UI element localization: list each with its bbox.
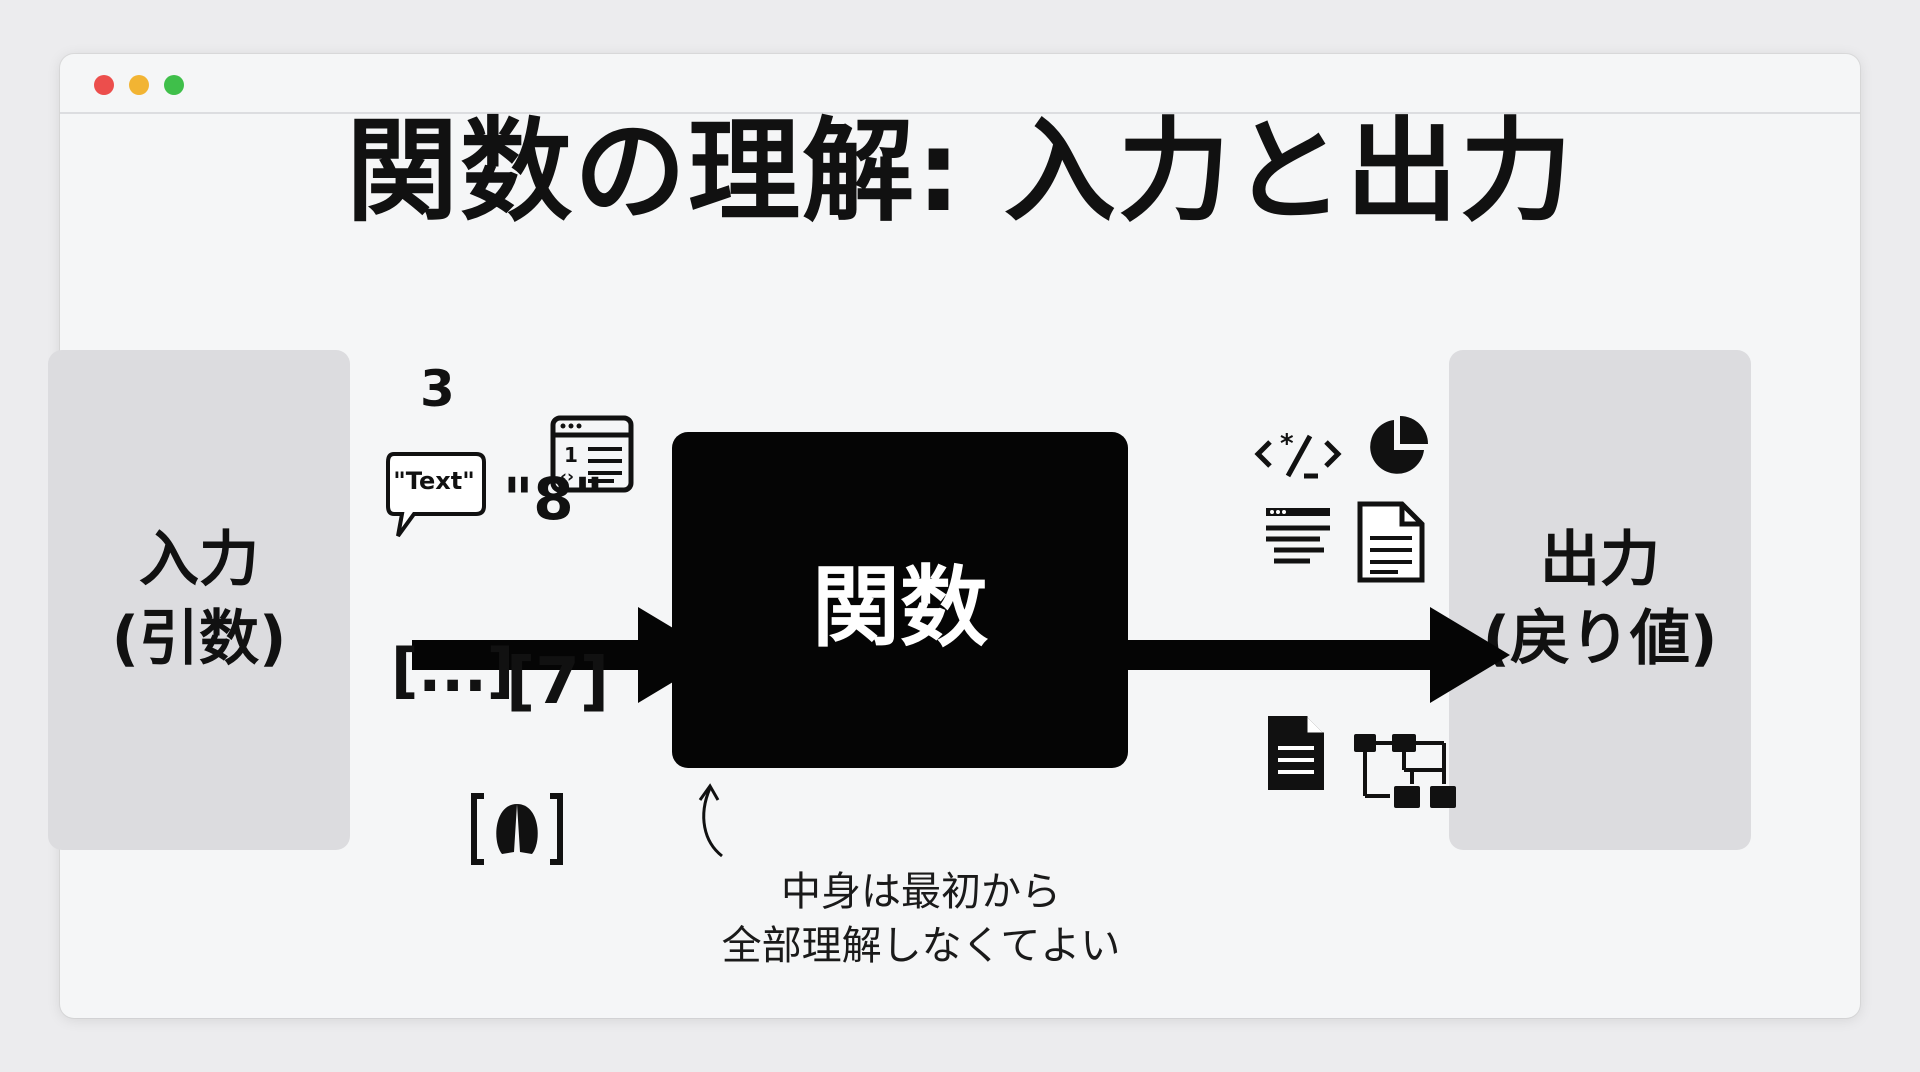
- input-example-number: 3: [420, 360, 455, 418]
- svg-text:‹›: ‹›: [560, 467, 574, 487]
- document-filled-icon: [1268, 716, 1324, 790]
- speech-bubble-outline: [386, 452, 486, 538]
- note-curved-arrow-icon: [698, 783, 723, 858]
- input-example-list-seven: [7]: [506, 645, 610, 719]
- flowchart-icon: [1354, 734, 1456, 808]
- text-lines-icon: [1266, 508, 1330, 564]
- note-annotation: 中身は最初から 全部理解しなくてよい: [686, 866, 1156, 973]
- zoom-window-button[interactable]: [164, 75, 184, 95]
- input-example-text: "Text": [393, 467, 475, 495]
- window-titlebar: [60, 54, 1860, 114]
- output-box: 出力 (戻り値): [1449, 350, 1751, 850]
- input-box: 入力 (引数): [48, 350, 350, 850]
- output-box-sublabel: (戻り値): [1482, 604, 1718, 674]
- input-box-label: 入力: [139, 524, 259, 595]
- minimize-window-button[interactable]: [129, 75, 149, 95]
- function-box: 関数: [672, 432, 1128, 768]
- output-box-label: 出力: [1540, 524, 1660, 595]
- function-box-label: 関数: [811, 555, 988, 659]
- note-line-2: 全部理解しなくてよい: [721, 922, 1121, 969]
- speech-bubble-icon: "Text": [384, 450, 488, 546]
- pie-chart-icon: [1370, 416, 1428, 474]
- page-title: 関数の理解: 入力と出力: [346, 107, 1574, 237]
- document-icon: [1357, 501, 1425, 583]
- input-example-list-ellipsis: [...]: [391, 636, 515, 706]
- code-symbol-icon: *: [1254, 429, 1342, 479]
- list-object-icon: [471, 793, 563, 865]
- svg-text:1: 1: [564, 443, 578, 467]
- input-box-sublabel: (引数): [111, 604, 287, 674]
- svg-text:*: *: [1280, 429, 1294, 459]
- close-window-button[interactable]: [94, 75, 114, 95]
- note-line-1: 中身は最初から: [781, 869, 1061, 915]
- input-example-string-number: "8": [503, 465, 604, 533]
- code-list-window-icon: 1 ‹›: [550, 415, 634, 493]
